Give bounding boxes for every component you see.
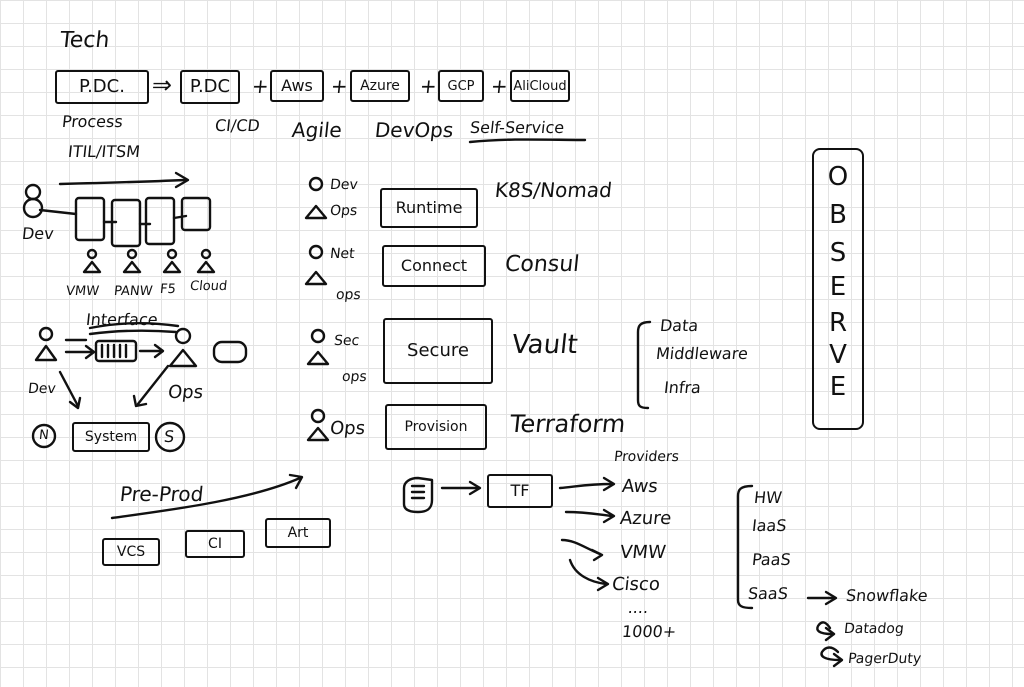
- alicloud-label: AliCloud: [513, 78, 567, 94]
- target-f5: F5: [159, 282, 177, 297]
- ci-label: CI: [208, 536, 222, 552]
- cicd-label: CI/CD: [214, 116, 261, 135]
- pdc-left-label: P.DC.: [79, 76, 125, 97]
- connect-box: Connect: [382, 245, 486, 287]
- pre-prod-label: Pre-Prod: [118, 482, 205, 506]
- plus-4: +: [489, 74, 510, 98]
- provision-label: Provision: [404, 419, 468, 435]
- stack-dev-label: Dev: [329, 177, 359, 193]
- provider-cisco: Cisco: [610, 574, 662, 595]
- provider-vmw: VMW: [618, 542, 667, 563]
- terraform-label: Terraform: [508, 410, 627, 438]
- s-label: S: [163, 427, 176, 446]
- interface-label: Interface: [85, 310, 159, 329]
- implies-arrow: ⇒: [150, 71, 174, 99]
- agile-label: Agile: [290, 118, 344, 142]
- system-box: System: [72, 422, 150, 452]
- tech-label: Tech: [58, 28, 111, 53]
- system-label: System: [84, 429, 138, 445]
- vcs-box: VCS: [102, 538, 160, 566]
- process-label: Process: [61, 112, 124, 131]
- provider-count: 1000+: [621, 622, 678, 641]
- azure-box: Azure: [350, 70, 410, 102]
- observe-letter-5: R: [828, 308, 848, 338]
- plus-3: +: [418, 74, 439, 98]
- stack-ops-label: Ops: [328, 418, 367, 439]
- tf-box: TF: [487, 474, 553, 508]
- itil-label: ITIL/ITSM: [67, 142, 142, 161]
- pdc-left-box: P.DC.: [55, 70, 149, 104]
- ops-label: Ops: [166, 382, 205, 403]
- ci-box: CI: [185, 530, 245, 558]
- observe-letter-7: E: [829, 372, 847, 402]
- gcp-label: GCP: [447, 78, 475, 94]
- vault-label: Vault: [510, 330, 580, 360]
- plus-1: +: [250, 74, 271, 98]
- stack-secops-sub: ops: [341, 369, 368, 385]
- runtime-label: Runtime: [395, 198, 463, 217]
- observe-letter-2: B: [829, 200, 847, 230]
- tf-label: TF: [510, 481, 530, 500]
- gcp-box: GCP: [438, 70, 484, 102]
- stack-net-label: Net: [329, 246, 356, 262]
- dev-2-label: Dev: [27, 381, 57, 397]
- provider-ellipsis: ....: [627, 598, 650, 617]
- vcs-label: VCS: [116, 544, 146, 560]
- target-panw: PANW: [113, 284, 154, 299]
- provider-aws: Aws: [620, 476, 659, 497]
- n-label: N: [38, 428, 50, 443]
- saas-pagerduty: PagerDuty: [847, 651, 922, 667]
- service-paas: PaaS: [751, 550, 792, 569]
- observe-letter-3: S: [829, 238, 847, 268]
- layer-middleware: Middleware: [655, 344, 749, 363]
- devops-label: DevOps: [373, 118, 455, 142]
- service-iaas: IaaS: [751, 516, 788, 535]
- self-service-label: Self-Service: [469, 118, 566, 137]
- saas-datadog: Datadog: [843, 621, 905, 637]
- art-box: Art: [265, 518, 331, 548]
- observe-letter-1: O: [827, 162, 849, 192]
- aws-label: Aws: [281, 76, 313, 95]
- service-saas: SaaS: [747, 584, 789, 603]
- connect-label: Connect: [400, 256, 468, 275]
- consul-label: Consul: [503, 252, 581, 277]
- observe-letter-6: V: [829, 340, 847, 370]
- art-label: Art: [287, 525, 309, 541]
- providers-label: Providers: [613, 449, 680, 465]
- azure-label: Azure: [360, 78, 400, 94]
- dev-label: Dev: [21, 224, 55, 243]
- service-hw: HW: [753, 488, 783, 507]
- observe-column: O B S E R V E: [812, 148, 864, 430]
- pdc-right-box: P.DC: [180, 70, 240, 104]
- stack-netops-sub: ops: [335, 287, 362, 303]
- observe-letter-4: E: [829, 272, 847, 302]
- k8s-nomad-label: K8S/Nomad: [493, 178, 614, 202]
- provision-box: Provision: [385, 404, 487, 450]
- plus-2: +: [329, 74, 350, 98]
- pdc-right-label: P.DC: [189, 76, 231, 97]
- layer-data: Data: [659, 316, 700, 335]
- target-cloud: Cloud: [189, 279, 228, 294]
- aws-box: Aws: [270, 70, 324, 102]
- saas-snowflake: Snowflake: [845, 586, 929, 605]
- secure-label: Secure: [407, 340, 469, 361]
- stack-sec-label: Sec: [333, 333, 361, 349]
- layer-infra: Infra: [663, 378, 702, 397]
- target-vmw: VMW: [65, 284, 100, 299]
- secure-box: Secure: [383, 318, 493, 384]
- stack-devops-sub: Ops: [329, 203, 359, 219]
- alicloud-box: AliCloud: [510, 70, 570, 102]
- provider-azure: Azure: [618, 508, 673, 529]
- runtime-box: Runtime: [380, 188, 478, 228]
